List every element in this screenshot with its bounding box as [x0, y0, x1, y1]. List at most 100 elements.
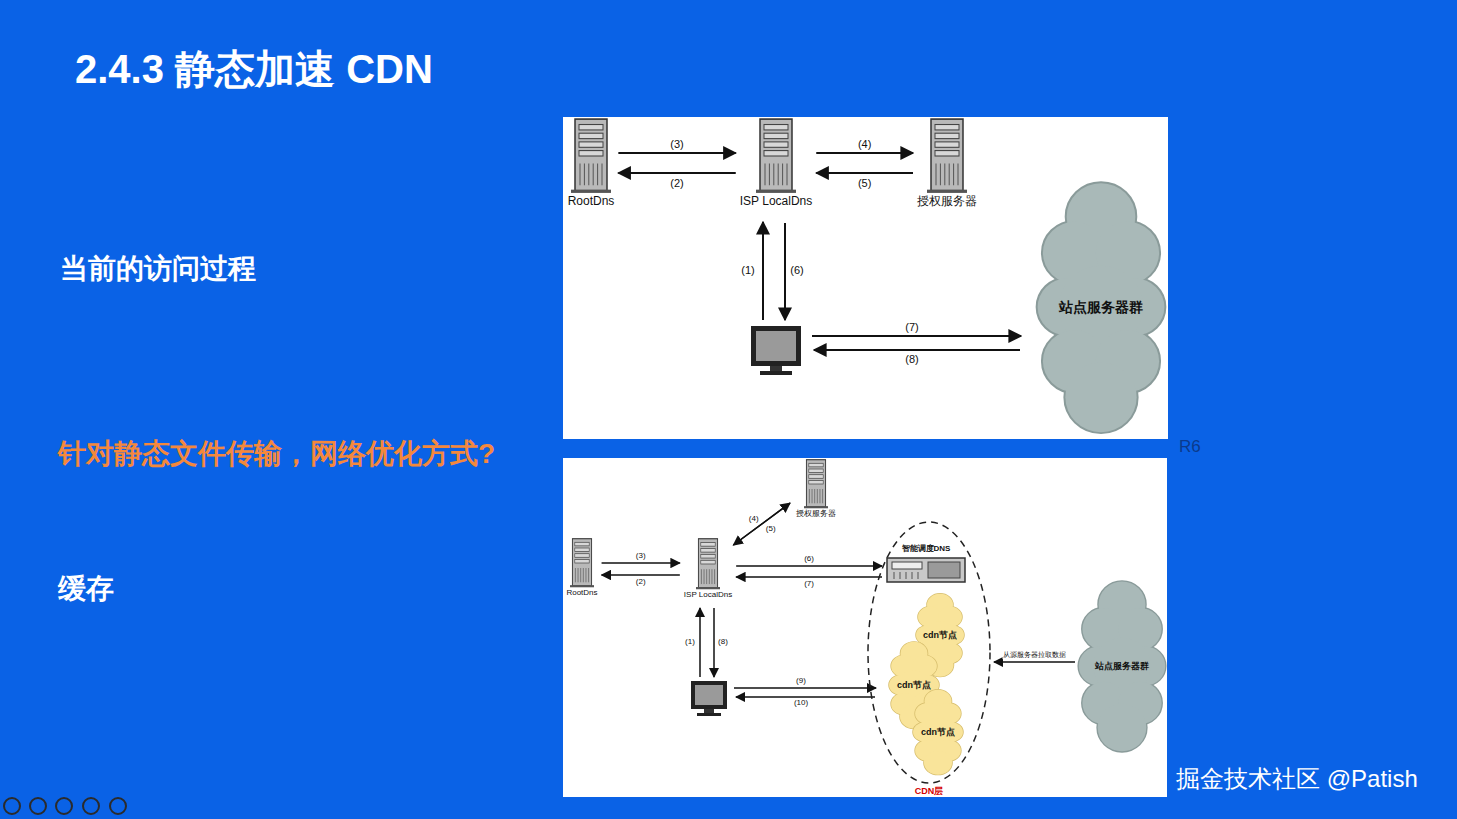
server-icon — [804, 459, 828, 509]
server-case — [572, 539, 591, 586]
vent — [940, 164, 941, 186]
vent — [602, 164, 603, 186]
cloud-lobe — [924, 751, 952, 775]
layout-arrows-small — [700, 608, 876, 697]
edge-label: (5) — [857, 177, 872, 189]
server-icon — [571, 118, 611, 194]
edge-label: (3) — [635, 552, 647, 561]
server-case — [806, 460, 825, 507]
node-label: 授权服务器 — [917, 194, 977, 208]
vent — [944, 164, 945, 186]
vent — [575, 568, 576, 582]
cloud-node: 站点服务器群 — [1035, 178, 1167, 436]
drive-bay — [935, 125, 959, 130]
edge-label: (5) — [765, 525, 777, 534]
vent — [711, 569, 712, 584]
rack-bay — [892, 562, 922, 569]
edge-label: (6) — [803, 555, 815, 564]
edge-label: (7) — [803, 580, 815, 589]
cloud-node: 站点服务器群 — [1077, 578, 1167, 754]
node-label: ISP LocalDns — [684, 590, 732, 600]
monitor — [751, 326, 801, 375]
drive-bay — [575, 542, 589, 546]
drive-bay — [575, 548, 589, 552]
cloud-lobe — [1065, 362, 1136, 432]
drive-bay — [935, 142, 959, 147]
slide-text: 针对静态文件传输，网络优化方式? — [58, 438, 495, 470]
server-node: RootDns — [564, 538, 599, 598]
step-number: (1) — [685, 637, 695, 646]
step-number: (9) — [796, 676, 806, 685]
server-case — [575, 119, 607, 191]
node-label: cdn节点 — [921, 727, 955, 738]
vent — [765, 164, 766, 186]
cloud-fill — [1098, 704, 1147, 752]
step-number: (8) — [905, 353, 918, 366]
edge-label: (2) — [669, 177, 684, 189]
cloud-lobe — [1098, 704, 1147, 752]
bottom-panel — [563, 458, 1167, 797]
rack-server-icon — [886, 554, 966, 584]
rack-case — [887, 558, 965, 582]
vent — [597, 164, 598, 186]
arrow-connector — [816, 152, 913, 154]
dns-server-node: 智能调度DNS — [884, 544, 968, 584]
node-label: RootDns — [566, 588, 597, 598]
vent — [817, 489, 818, 503]
vent — [714, 569, 715, 584]
cloud-text-box: 站点服务器群 — [1077, 578, 1167, 754]
vent — [900, 572, 901, 579]
arrow-connector — [736, 576, 882, 578]
server-case — [931, 119, 963, 191]
vent — [769, 164, 770, 186]
step-number: (10) — [794, 698, 808, 707]
vent — [894, 572, 895, 579]
server-node: RootDns — [566, 118, 617, 208]
drive-bay — [701, 548, 715, 552]
vent — [701, 569, 702, 584]
vent — [936, 164, 937, 186]
drive-bay — [764, 133, 788, 138]
edge-label: (2) — [635, 578, 647, 587]
node-label: cdn节点 — [923, 630, 957, 641]
vent — [906, 572, 907, 579]
monitor-small — [691, 681, 727, 716]
arrow-connector — [602, 574, 680, 576]
drive-bay — [764, 151, 788, 156]
arrow-connector — [736, 565, 882, 567]
vent — [822, 489, 823, 503]
drive-bay — [575, 554, 589, 558]
arrow-connector — [602, 562, 680, 564]
drive-bay — [809, 475, 823, 479]
vent — [949, 164, 950, 186]
slide-title: 2.4.3 静态加速 CDN — [75, 42, 433, 97]
server-base — [804, 506, 828, 508]
arrow-connector — [733, 503, 790, 545]
player-controls — [4, 798, 126, 814]
step-number: (8) — [718, 637, 728, 646]
server-base — [756, 190, 796, 193]
edge-label: (4) — [857, 138, 872, 150]
drive-bay — [575, 559, 589, 563]
server-node: ISP LocalDns — [738, 118, 815, 208]
vent — [809, 489, 810, 503]
drive-bay — [764, 125, 788, 130]
step-number: (7) — [905, 321, 918, 334]
ellipse-outline — [868, 522, 990, 783]
server-base — [570, 585, 594, 587]
server-case — [760, 119, 792, 191]
vent — [918, 572, 919, 579]
server-icon — [927, 118, 967, 194]
vent — [958, 164, 959, 186]
vent — [953, 164, 954, 186]
vent — [580, 568, 581, 582]
watermark: 掘金技术社区 @Patish — [1176, 765, 1418, 793]
vent — [588, 164, 589, 186]
drive-bay — [579, 151, 603, 156]
vent — [585, 568, 586, 582]
server-icon — [756, 118, 796, 194]
server-icon — [696, 538, 720, 590]
edge-label: (4) — [748, 515, 760, 524]
drive-bay — [764, 142, 788, 147]
